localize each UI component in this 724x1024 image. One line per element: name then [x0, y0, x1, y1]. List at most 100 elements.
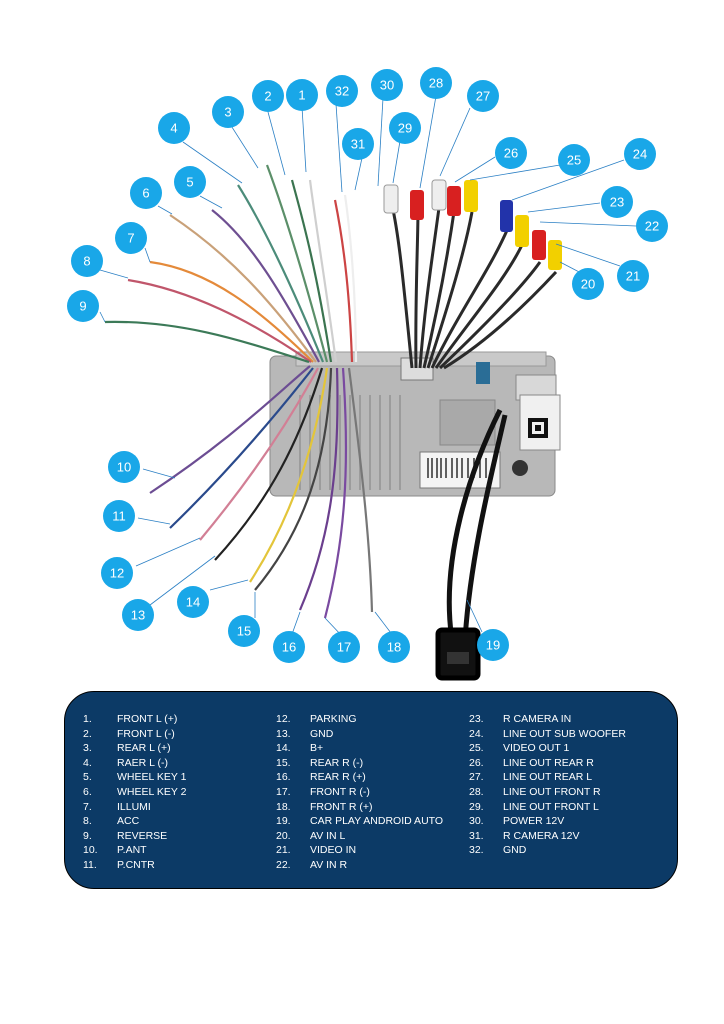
callout-21: 21 — [617, 260, 649, 292]
svg-text:17: 17 — [337, 640, 351, 655]
svg-text:8: 8 — [83, 254, 90, 269]
svg-text:13: 13 — [131, 608, 145, 623]
head-unit-chassis — [269, 351, 561, 497]
legend-item: 22.AV IN R — [276, 858, 348, 871]
callout-9: 9 — [67, 290, 99, 322]
legend-item: 2.FRONT L (-) — [83, 727, 175, 740]
callout-29: 29 — [389, 112, 421, 144]
callout-27: 27 — [467, 80, 499, 112]
svg-text:30: 30 — [380, 78, 394, 93]
svg-text:18: 18 — [387, 640, 401, 655]
callout-4: 4 — [158, 112, 190, 144]
legend-item: 16.REAR R (+) — [276, 771, 366, 784]
svg-text:20: 20 — [581, 277, 595, 292]
callout-16: 16 — [273, 631, 305, 663]
legend-item: 17.FRONT R (-) — [276, 785, 370, 798]
legend-item: 4.RAER L (-) — [83, 756, 168, 769]
callout-7: 7 — [115, 222, 147, 254]
svg-text:22: 22 — [645, 219, 659, 234]
callout-1: 1 — [286, 79, 318, 111]
legend-item: 11.P.CNTR — [83, 858, 155, 871]
callout-26: 26 — [495, 137, 527, 169]
legend-item: 24.LINE OUT SUB WOOFER — [469, 727, 626, 740]
callout-11: 11 — [103, 500, 135, 532]
legend-item: 32.GND — [469, 844, 527, 857]
legend-item: 25.VIDEO OUT 1 — [469, 742, 570, 755]
svg-text:12: 12 — [110, 566, 124, 581]
svg-text:19: 19 — [486, 638, 500, 653]
svg-text:31: 31 — [351, 137, 365, 152]
barcode-graphic — [427, 458, 487, 478]
svg-text:21: 21 — [626, 269, 640, 284]
legend-item: 7.ILLUMI — [83, 800, 151, 813]
wire-harness-left — [104, 164, 374, 619]
callout-12: 12 — [101, 557, 133, 589]
svg-text:7: 7 — [127, 231, 134, 246]
callout-15: 15 — [228, 615, 260, 647]
rca-plugs — [383, 179, 562, 270]
svg-text:9: 9 — [79, 299, 86, 314]
callout-8: 8 — [71, 245, 103, 277]
svg-text:3: 3 — [224, 105, 231, 120]
wiring-diagram: 1 2 3 4 5 6 7 8 9 10 11 12 13 14 15 16 1… — [67, 67, 668, 681]
callout-5: 5 — [174, 166, 206, 198]
legend-item: 15.REAR R (-) — [276, 756, 364, 769]
legend-item: 23.R CAMERA IN — [469, 713, 572, 725]
legend-item: 30.POWER 12V — [469, 815, 565, 828]
usb-cable — [435, 408, 508, 681]
callout-13: 13 — [122, 599, 154, 631]
legend-item: 28.LINE OUT FRONT R — [469, 785, 601, 798]
svg-text:10: 10 — [117, 460, 131, 475]
svg-text:15: 15 — [237, 624, 251, 639]
svg-text:23: 23 — [610, 195, 624, 210]
callouts: 1 2 3 4 5 6 7 8 9 10 11 12 13 14 15 16 1… — [67, 67, 668, 663]
legend-item: 14.B+ — [276, 742, 324, 755]
svg-text:6: 6 — [142, 186, 149, 201]
legend-item: 21.VIDEO IN — [276, 844, 357, 857]
legend-item: 26.LINE OUT REAR R — [469, 756, 594, 769]
legend-item: 5.WHEEL KEY 1 — [83, 771, 187, 784]
legend-column-1: 1.FRONT L (+) 2.FRONT L (-) 3.REAR L (+)… — [83, 712, 186, 873]
legend-column-3: 23.R CAMERA IN 24.LINE OUT SUB WOOFER 25… — [469, 712, 626, 858]
legend-item: 9.REVERSE — [83, 829, 168, 842]
callout-22: 22 — [636, 210, 668, 242]
legend-item: 10.P.ANT — [83, 844, 147, 857]
legend-column-2: 12.PARKING 13.GND 14.B+ 15.REAR R (-) 16… — [276, 712, 443, 873]
svg-text:11: 11 — [112, 509, 126, 524]
legend-item: 31.R CAMERA 12V — [469, 829, 580, 842]
callout-20: 20 — [572, 268, 604, 300]
legend-item: 8.ACC — [83, 815, 140, 828]
svg-text:24: 24 — [633, 147, 647, 162]
legend-item: 1.FRONT L (+) — [83, 713, 178, 725]
callout-24: 24 — [624, 138, 656, 170]
callout-32: 32 — [326, 75, 358, 107]
legend-item: 19.CAR PLAY ANDROID AUTO — [276, 815, 444, 828]
callout-30: 30 — [371, 69, 403, 101]
callout-31: 31 — [342, 128, 374, 160]
svg-text:14: 14 — [186, 595, 200, 610]
callout-14: 14 — [177, 586, 209, 618]
svg-text:1: 1 — [298, 88, 305, 103]
svg-text:2: 2 — [264, 89, 271, 104]
svg-text:5: 5 — [186, 175, 193, 190]
legend-item: 12.PARKING — [276, 713, 357, 725]
callout-23: 23 — [601, 186, 633, 218]
callout-17: 17 — [328, 631, 360, 663]
legend-panel: 1.FRONT L (+) 2.FRONT L (-) 3.REAR L (+)… — [64, 691, 678, 889]
svg-text:29: 29 — [398, 121, 412, 136]
callout-18: 18 — [378, 631, 410, 663]
svg-text:28: 28 — [429, 76, 443, 91]
svg-text:16: 16 — [282, 640, 296, 655]
callout-3: 3 — [212, 96, 244, 128]
svg-text:32: 32 — [335, 84, 349, 99]
svg-text:4: 4 — [170, 121, 177, 136]
legend-item: 20.AV IN L — [276, 829, 346, 842]
legend-item: 13.GND — [276, 727, 334, 740]
svg-text:27: 27 — [476, 89, 490, 104]
rca-cables — [390, 199, 558, 370]
legend-item: 29.LINE OUT FRONT L — [469, 800, 599, 813]
callout-2: 2 — [252, 80, 284, 112]
svg-text:25: 25 — [567, 153, 581, 168]
callout-19: 19 — [477, 629, 509, 661]
callout-28: 28 — [420, 67, 452, 99]
